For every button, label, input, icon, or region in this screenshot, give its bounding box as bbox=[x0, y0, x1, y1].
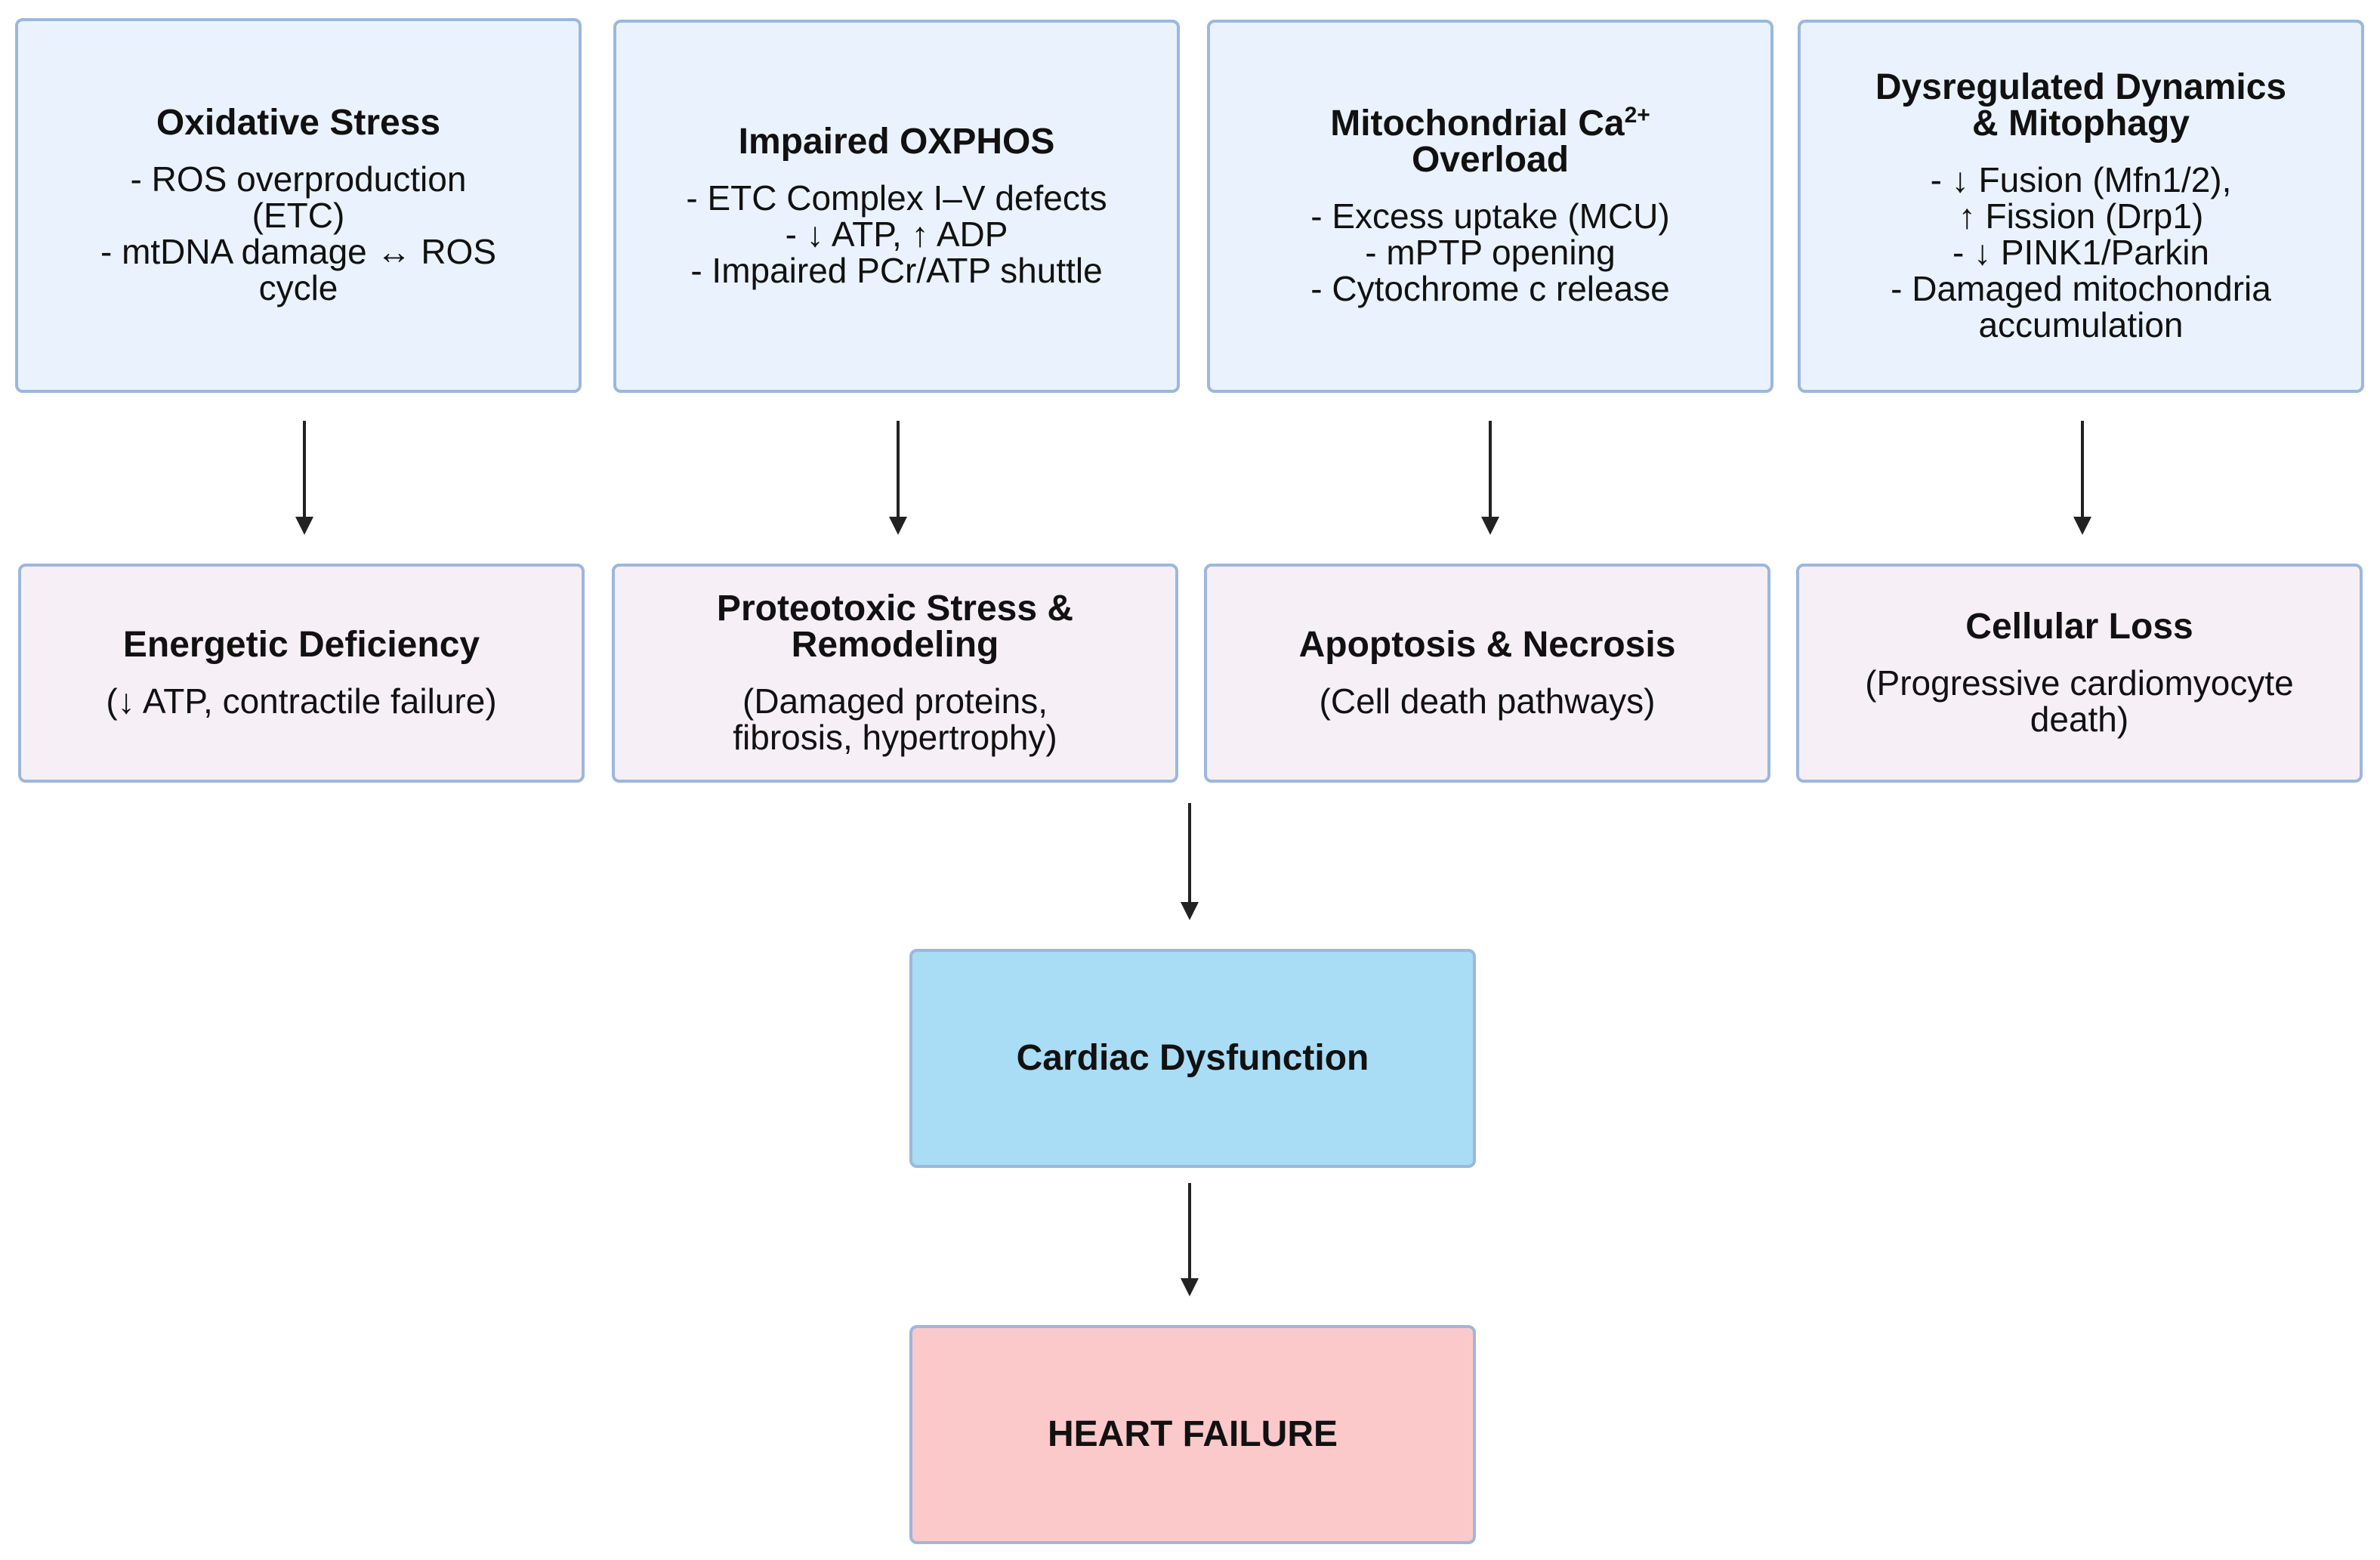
detail-line: - mtDNA damage ↔ ROS bbox=[100, 232, 497, 271]
proteotoxic-sub-line2: fibrosis, hypertrophy) bbox=[733, 718, 1057, 757]
detail-line: accumulation bbox=[1978, 305, 2184, 344]
detail-line: - ROS overproduction bbox=[130, 159, 467, 199]
detail-line: - ↓ Fusion (Mfn1/2), bbox=[1930, 160, 2232, 199]
calcium-title-main: Mitochondrial Ca bbox=[1330, 103, 1625, 144]
energetic-deficiency-box: Energetic Deficiency (↓ ATP, contractile… bbox=[18, 564, 585, 783]
detail-line: (ETC) bbox=[252, 196, 345, 235]
detail-line: - Impaired PCr/ATP shuttle bbox=[690, 251, 1103, 290]
detail-line: - ↓ ATP, ↑ ADP bbox=[785, 215, 1008, 254]
proteotoxic-stress-title: Proteotoxic Stress & Remodeling bbox=[717, 591, 1073, 663]
impaired-oxphos-box: Impaired OXPHOS - ETC Complex I–V defect… bbox=[613, 20, 1180, 393]
impaired-oxphos-details: - ETC Complex I–V defects - ↓ ATP, ↑ ADP… bbox=[686, 180, 1107, 289]
energetic-deficiency-title: Energetic Deficiency bbox=[122, 625, 480, 665]
oxidative-stress-title: Oxidative Stress bbox=[156, 103, 441, 143]
dynamics-title-line1: Dysregulated Dynamics bbox=[1875, 67, 2287, 107]
cardiac-dysfunction-label: Cardiac Dysfunction bbox=[1016, 1038, 1369, 1078]
arrowhead bbox=[1181, 1278, 1199, 1296]
detail-line: cycle bbox=[258, 268, 338, 307]
detail-line: - Damaged mitochondria bbox=[1891, 269, 2271, 308]
apoptosis-necrosis-title: Apoptosis & Necrosis bbox=[1298, 625, 1676, 665]
calcium-title-superscript: 2+ bbox=[1624, 103, 1650, 128]
heart-failure-label: HEART FAILURE bbox=[1048, 1414, 1338, 1454]
dysregulated-dynamics-box: Dysregulated Dynamics & Mitophagy - ↓ Fu… bbox=[1798, 20, 2364, 393]
oxidative-stress-details: - ROS overproduction (ETC) - mtDNA damag… bbox=[100, 161, 496, 306]
proteotoxic-stress-subtitle: (Damaged proteins, fibrosis, hypertrophy… bbox=[733, 683, 1057, 755]
apoptosis-necrosis-subtitle: (Cell death pathways) bbox=[1319, 681, 1656, 721]
cellular-loss-sub-line1: (Progressive cardiomyocyte bbox=[1865, 663, 2294, 703]
dysregulated-dynamics-details: - ↓ Fusion (Mfn1/2), ↑ Fission (Drp1) - … bbox=[1891, 162, 2271, 343]
apoptosis-necrosis-box: Apoptosis & Necrosis (Cell death pathway… bbox=[1204, 564, 1770, 783]
cellular-loss-title: Cellular Loss bbox=[1965, 607, 2193, 647]
calcium-overload-details: - Excess uptake (MCU) - mPTP opening - C… bbox=[1310, 198, 1670, 307]
heart-failure-box: HEART FAILURE bbox=[909, 1325, 1476, 1544]
detail-line: - Cytochrome c release bbox=[1310, 269, 1670, 308]
impaired-oxphos-title: Impaired OXPHOS bbox=[738, 122, 1055, 162]
calcium-overload-box: Mitochondrial Ca2+ Overload - Excess upt… bbox=[1207, 20, 1773, 393]
arrowhead bbox=[295, 517, 313, 535]
calcium-overload-title: Mitochondrial Ca2+ Overload bbox=[1330, 103, 1650, 180]
dynamics-title-line2: & Mitophagy bbox=[1972, 103, 2190, 144]
detail-line: - ETC Complex I–V defects bbox=[686, 178, 1107, 218]
arrowhead bbox=[1481, 517, 1499, 535]
proteotoxic-title-line1: Proteotoxic Stress & bbox=[716, 588, 1074, 629]
detail-line: - ↓ PINK1/Parkin bbox=[1952, 233, 2209, 272]
detail-line: - mPTP opening bbox=[1365, 233, 1616, 272]
detail-line: - Excess uptake (MCU) bbox=[1310, 196, 1670, 236]
arrowhead bbox=[889, 517, 907, 535]
energetic-deficiency-subtitle: (↓ ATP, contractile failure) bbox=[106, 681, 497, 721]
proteotoxic-sub-line1: (Damaged proteins, bbox=[742, 681, 1048, 721]
arrowhead bbox=[1181, 902, 1199, 920]
dysregulated-dynamics-title: Dysregulated Dynamics & Mitophagy bbox=[1875, 70, 2286, 142]
proteotoxic-title-line2: Remodeling bbox=[791, 625, 999, 665]
cellular-loss-subtitle: (Progressive cardiomyocyte death) bbox=[1865, 665, 2294, 737]
proteotoxic-stress-box: Proteotoxic Stress & Remodeling (Damaged… bbox=[612, 564, 1178, 783]
detail-line: ↑ Fission (Drp1) bbox=[1958, 196, 2204, 236]
cellular-loss-box: Cellular Loss (Progressive cardiomyocyte… bbox=[1796, 564, 2363, 783]
arrowhead bbox=[2073, 517, 2091, 535]
oxidative-stress-box: Oxidative Stress - ROS overproduction (E… bbox=[15, 18, 582, 393]
cardiac-dysfunction-box: Cardiac Dysfunction bbox=[909, 949, 1476, 1168]
calcium-title-line2: Overload bbox=[1411, 140, 1570, 180]
cellular-loss-sub-line2: death) bbox=[2030, 700, 2129, 739]
